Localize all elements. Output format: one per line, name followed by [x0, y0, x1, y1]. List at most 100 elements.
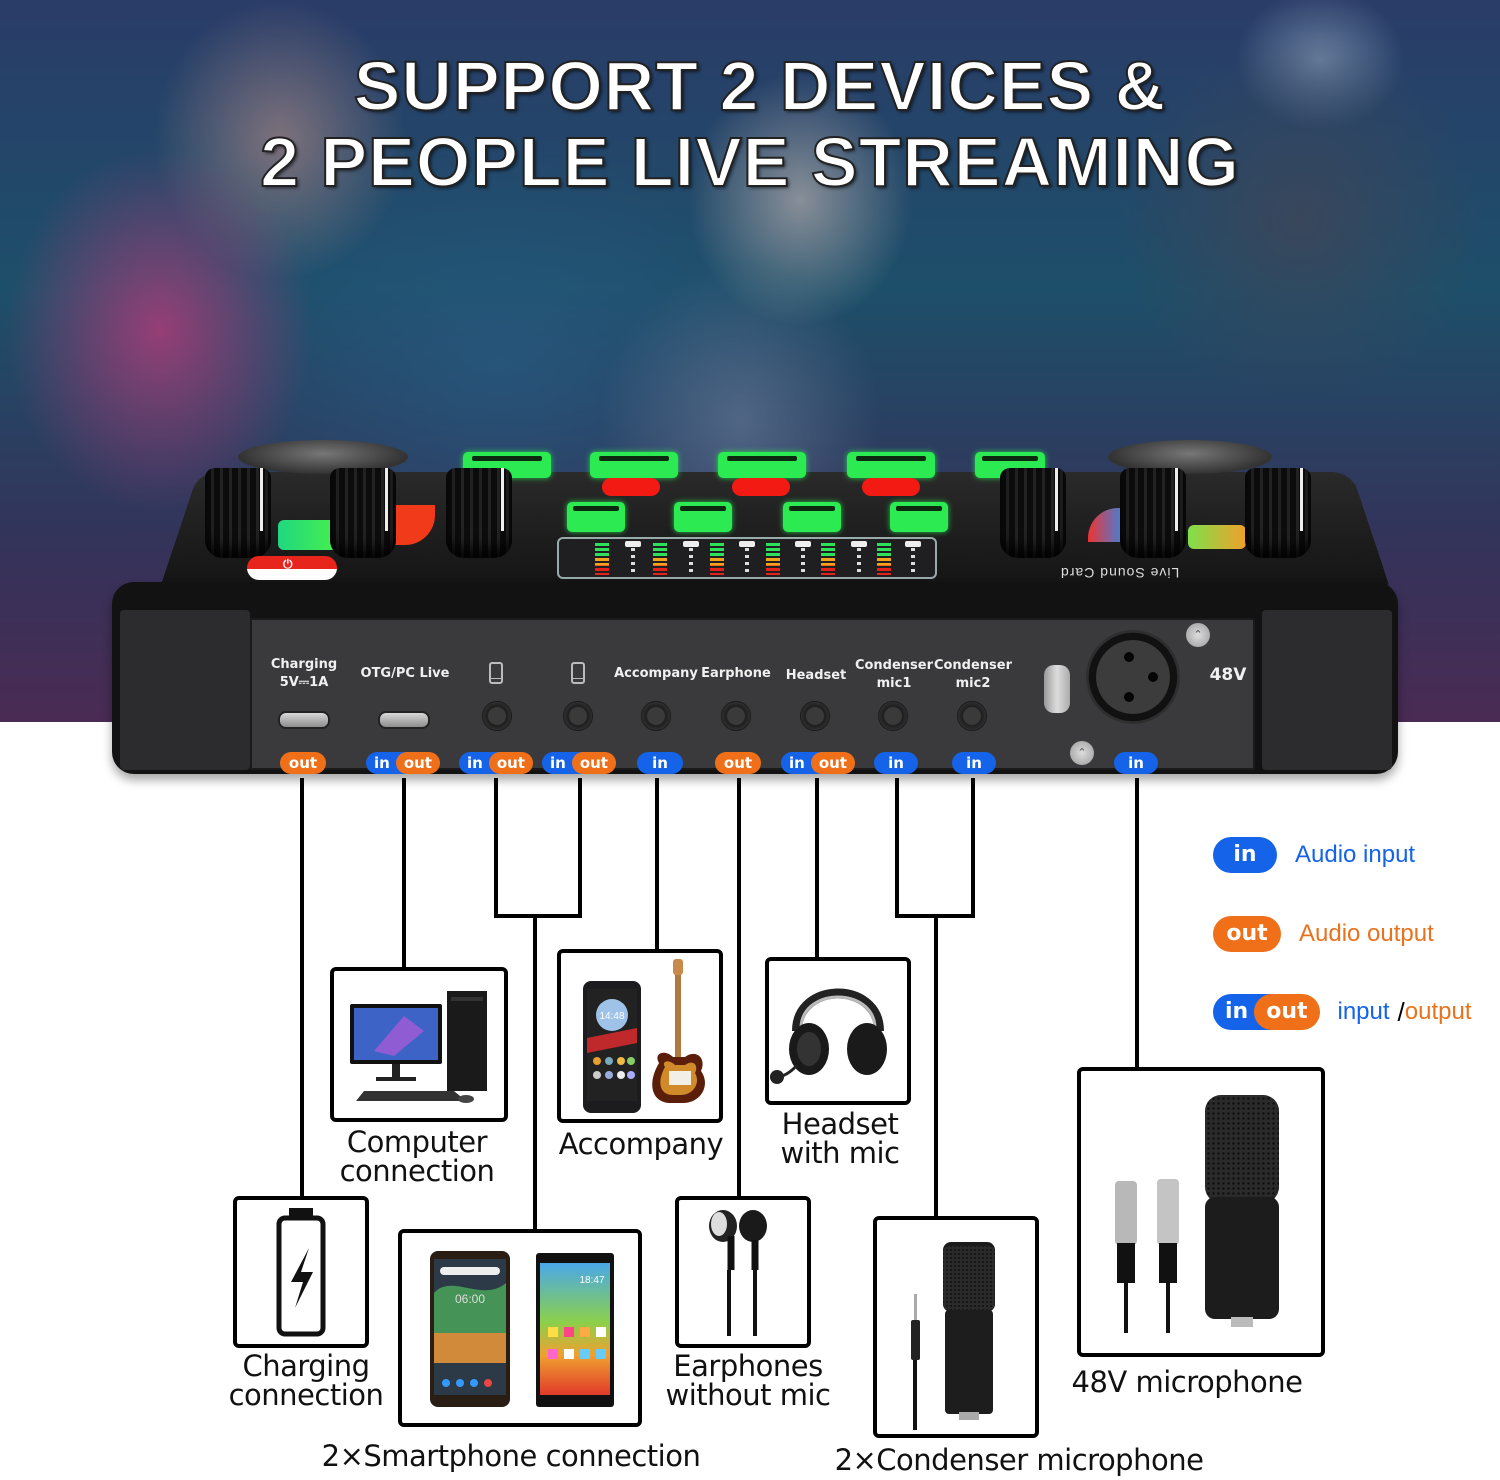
level-meter-panel [557, 537, 937, 579]
caption-charging: Charging connection [228, 1349, 384, 1412]
rgb-glow [278, 520, 340, 550]
fader[interactable] [905, 541, 921, 575]
condenser-box [873, 1216, 1039, 1438]
mic-48v-box [1077, 1067, 1325, 1357]
xlr-port-48v[interactable] [1086, 630, 1180, 724]
badge-in: in [952, 752, 996, 774]
fader[interactable] [739, 541, 755, 575]
level-meter [595, 543, 609, 575]
computer-box [330, 967, 508, 1122]
sound-pad[interactable] [783, 502, 841, 532]
line-phone2 [578, 778, 582, 918]
usb-c-port-charging[interactable] [278, 711, 330, 729]
caption-condenser: 2×Condenser microphone [834, 1443, 1204, 1477]
badge-out: out [280, 752, 326, 774]
level-meter [653, 543, 667, 575]
line-phone1 [494, 778, 498, 918]
badge-in: in [1114, 752, 1158, 774]
effect-red-button[interactable] [602, 478, 660, 496]
badge-in: in [874, 752, 918, 774]
port-label-earphone: Earphone [701, 666, 771, 681]
screw-icon: ⌃ [1070, 741, 1094, 765]
jack-port-phone2[interactable] [563, 701, 593, 731]
line-smartphones [533, 914, 537, 1232]
headset-box [765, 957, 911, 1105]
jack-port-mic2[interactable] [957, 701, 987, 731]
knob[interactable] [330, 468, 396, 558]
fader[interactable] [625, 541, 641, 575]
caption-48v-mic: 48V microphone [1071, 1365, 1304, 1399]
svg-text:06:00: 06:00 [455, 1292, 485, 1306]
accompany-box: 14:48 [557, 949, 723, 1123]
level-meter [877, 543, 891, 575]
power-button[interactable]: ⏻ [247, 556, 337, 580]
caption-headset: Headset with mic [780, 1107, 901, 1170]
legend-item-output: out Audio output [1213, 916, 1434, 952]
headline-line-2: 2 PEOPLE LIVE STREAMING [259, 122, 1240, 202]
jack-port-accompany[interactable] [641, 701, 671, 731]
line-accompany [655, 778, 659, 952]
brand-label: Live Sound Card [1060, 565, 1180, 581]
smartphone-icon [489, 662, 503, 684]
svg-text:18:47: 18:47 [579, 1275, 604, 1286]
effect-pad[interactable] [718, 452, 806, 478]
line-condenser [934, 914, 938, 1218]
port-label-otg: OTG/PC Live [360, 666, 450, 681]
knob[interactable] [1000, 468, 1066, 558]
level-meter [821, 543, 835, 575]
fader[interactable] [683, 541, 699, 575]
jack-port-mic1[interactable] [878, 701, 908, 731]
port-label-charging: Charging 5V⎓1A [270, 657, 338, 690]
headline-line-1: SUPPORT 2 DEVICES & [353, 46, 1167, 126]
earphones-box [675, 1196, 811, 1348]
line-headset [815, 778, 819, 960]
xlr-microphone-icon [1115, 1095, 1279, 1333]
knob[interactable] [446, 468, 512, 558]
screw-icon: ⌃ [1186, 623, 1210, 647]
usb-c-port-otg[interactable] [378, 711, 430, 729]
effect-pad[interactable] [590, 452, 678, 478]
battery-charging-icon [276, 1208, 326, 1337]
charging-box [233, 1196, 369, 1348]
legend-text-output: Audio output [1299, 920, 1434, 947]
knob[interactable] [1245, 468, 1311, 558]
effect-red-button[interactable] [732, 478, 790, 496]
headset-icon [770, 988, 887, 1084]
sound-pad[interactable] [567, 502, 625, 532]
caption-computer: Computer connection [339, 1125, 495, 1188]
effect-pad[interactable] [847, 452, 935, 478]
svg-text:14:48: 14:48 [599, 1011, 624, 1022]
knob[interactable] [1120, 468, 1186, 558]
knob[interactable] [205, 468, 271, 558]
phone-guitar-icon: 14:48 [583, 959, 705, 1113]
fader[interactable] [795, 541, 811, 575]
legend-text-io-output: output [1404, 998, 1472, 1025]
earphones-icon [709, 1210, 767, 1336]
condenser-microphone-icon [911, 1242, 995, 1430]
port-label-headset: Headset [785, 668, 847, 683]
caption-accompany: Accompany [558, 1127, 724, 1161]
jack-port-earphone[interactable] [721, 701, 751, 731]
badge-in: in [1213, 837, 1277, 873]
sound-pad[interactable] [890, 502, 948, 532]
jack-port-headset[interactable] [800, 701, 830, 731]
sound-pad[interactable] [674, 502, 732, 532]
effect-red-button[interactable] [862, 478, 920, 496]
badge-out: out [715, 752, 761, 774]
fader[interactable] [851, 541, 867, 575]
line-mic1 [895, 778, 899, 918]
smartphone-icon [571, 662, 585, 684]
badge-out: out [1213, 916, 1281, 952]
level-meter [710, 543, 724, 575]
smartphones-box: 06:00 18:47 [398, 1229, 642, 1427]
line-mic2 [971, 778, 975, 918]
line-earphones [737, 778, 741, 1198]
xlr-latch[interactable] [1044, 665, 1070, 713]
legend-item-input: in Audio input [1213, 837, 1415, 873]
badge-in: in [637, 752, 683, 774]
badge-in-out: in out [1213, 994, 1320, 1030]
jack-port-phone1[interactable] [482, 701, 512, 731]
